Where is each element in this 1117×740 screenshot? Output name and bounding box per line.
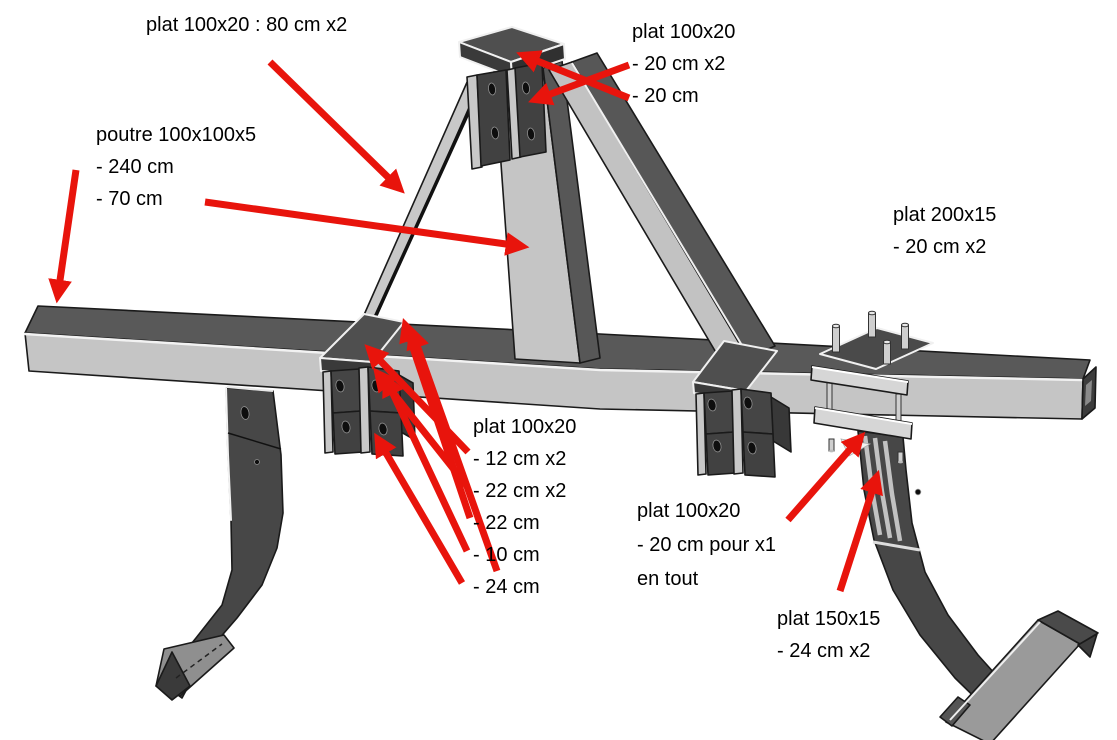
clamp-studs bbox=[832, 310, 909, 365]
label-line: plat 100x20 bbox=[473, 416, 577, 438]
label-line: - 10 cm bbox=[473, 544, 540, 566]
callout-arrows bbox=[48, 50, 883, 593]
label-diagonal-brace: plat 100x20 : 80 cm x2 bbox=[146, 9, 347, 41]
arrow bbox=[399, 317, 474, 520]
top-hitch-plates bbox=[466, 62, 547, 170]
arrow bbox=[48, 169, 80, 304]
label-line: plat 100x20 bbox=[632, 21, 736, 43]
left-diagonal-brace bbox=[355, 79, 482, 339]
label-clamp-plates: plat 200x15 - 20 cm x2 bbox=[893, 199, 996, 263]
arrow bbox=[382, 372, 471, 553]
label-line: en tout bbox=[637, 568, 699, 590]
label-line: plat 200x15 bbox=[893, 204, 997, 226]
label-shank-plates: plat 150x15 - 24 cm x2 bbox=[777, 603, 880, 667]
label-line: plat 100x20 : 80 cm x2 bbox=[146, 14, 348, 36]
label-line: poutre 100x100x5 bbox=[96, 124, 257, 146]
label-line: - 20 cm x2 bbox=[632, 53, 726, 75]
right-clamp bbox=[810, 310, 934, 464]
label-line: - 24 cm x2 bbox=[777, 640, 871, 662]
arrow bbox=[406, 325, 501, 573]
arrow bbox=[516, 50, 631, 102]
label-line: plat 150x15 bbox=[777, 608, 881, 630]
label-line: - 240 cm bbox=[96, 156, 174, 178]
label-line: - 20 cm x2 bbox=[893, 236, 987, 258]
middle-bracket bbox=[692, 340, 792, 478]
arrow bbox=[374, 432, 466, 585]
arrow bbox=[204, 198, 530, 256]
label-left-bracket-plates: plat 100x20 - 12 cm x2 - 22 cm x2 - 22 c… bbox=[473, 411, 576, 603]
right-diagonal-brace bbox=[548, 52, 776, 367]
arrow bbox=[267, 59, 405, 194]
label-line: - 24 cm bbox=[473, 576, 540, 598]
right-shank bbox=[857, 430, 1099, 740]
label-middle-bracket-plates: plat 100x20 - 20 cm pour x1 en tout bbox=[637, 494, 776, 596]
label-line: - 20 cm bbox=[632, 85, 699, 107]
arrow bbox=[785, 431, 866, 523]
label-line: - 22 cm bbox=[473, 512, 540, 534]
label-line: - 22 cm x2 bbox=[473, 480, 567, 502]
label-line: - 12 cm x2 bbox=[473, 448, 567, 470]
bolt-hole bbox=[254, 459, 260, 465]
bolt-hole bbox=[914, 488, 922, 496]
label-line: - 20 cm pour x1 bbox=[637, 534, 776, 556]
label-top-hitch: plat 100x20 - 20 cm x2 - 20 cm bbox=[632, 16, 735, 112]
label-main-beam: poutre 100x100x5 - 240 cm - 70 cm bbox=[96, 119, 256, 215]
label-line: plat 100x20 bbox=[637, 500, 741, 522]
right-share-blade bbox=[939, 610, 1099, 740]
label-line: - 70 cm bbox=[96, 188, 163, 210]
arrow bbox=[836, 469, 883, 593]
bolt-hole bbox=[240, 406, 250, 420]
left-shank bbox=[155, 386, 284, 701]
